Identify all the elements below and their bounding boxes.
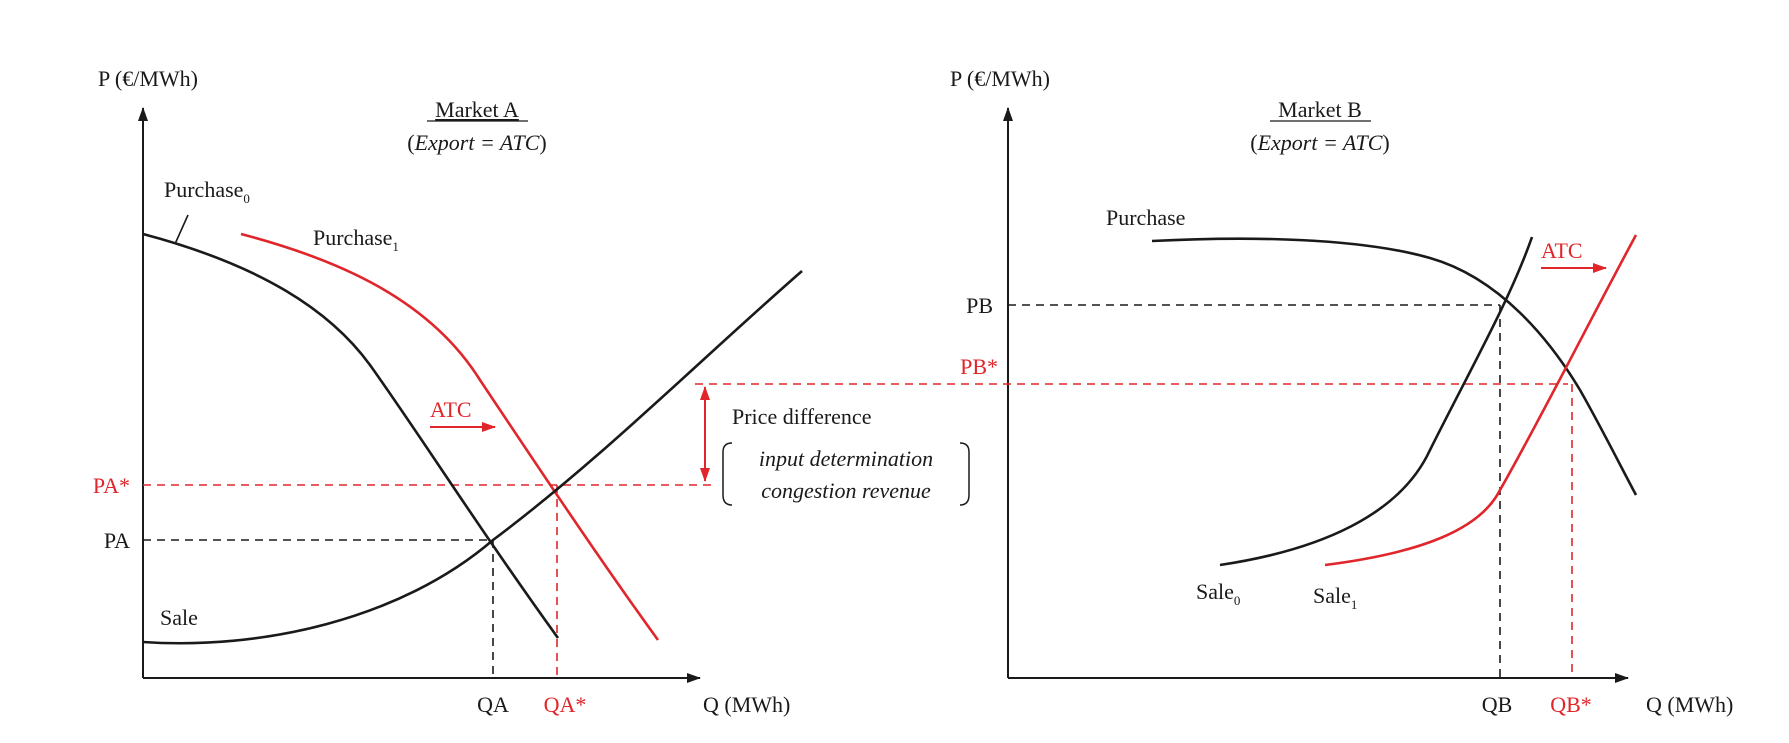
market-a-subtitle: (Export = ATC) bbox=[407, 130, 547, 155]
price-difference-label: Price difference bbox=[732, 404, 871, 429]
price-difference-line2: congestion revenue bbox=[761, 478, 931, 503]
market-a-sale-curve bbox=[142, 270, 803, 645]
market-b-atc-label: ATC bbox=[1541, 238, 1583, 263]
market-b-subtitle: (Export = ATC) bbox=[1250, 130, 1390, 155]
market-b-panel: P (€/MWh) Q (MWh) Market B (Export = ATC… bbox=[695, 66, 1733, 717]
market-a-qa-label: QA bbox=[477, 692, 509, 717]
market-a-purchase0-curve bbox=[142, 232, 560, 639]
price-difference-annotation: Price difference input determination con… bbox=[700, 386, 970, 506]
market-b-qb-label: QB bbox=[1482, 692, 1513, 717]
market-b-pb-star-label: PB* bbox=[960, 354, 998, 379]
market-b-purchase-label: Purchase bbox=[1106, 205, 1185, 230]
market-a-pa-star-label: PA* bbox=[93, 473, 130, 498]
market-a-panel: P (€/MWh) Q (MWh) Market A (Export = ATC… bbox=[93, 66, 803, 717]
market-a-y-axis-label: P (€/MWh) bbox=[98, 66, 198, 91]
market-b-purchase-curve bbox=[1151, 237, 1638, 496]
market-a-atc-label: ATC bbox=[430, 397, 472, 422]
market-a-pa-label: PA bbox=[104, 528, 130, 553]
market-b-sale1-label: Sale1 bbox=[1313, 583, 1357, 612]
market-b-title: Market B bbox=[1278, 97, 1362, 122]
market-b-qb-star-label: QB* bbox=[1550, 692, 1592, 717]
market-b-x-axis-label: Q (MWh) bbox=[1646, 692, 1733, 717]
market-b-sale0-curve bbox=[1219, 236, 1534, 567]
market-a-qa-star-label: QA* bbox=[544, 692, 587, 717]
price-difference-left-bracket bbox=[722, 442, 733, 506]
market-a-title: Market A bbox=[435, 97, 519, 122]
market-a-sale-label: Sale bbox=[160, 605, 198, 630]
market-a-purchase0-leader bbox=[174, 214, 189, 245]
market-a-x-axis-label: Q (MWh) bbox=[703, 692, 790, 717]
market-a-purchase1-curve bbox=[240, 232, 660, 641]
price-difference-right-bracket bbox=[959, 442, 970, 506]
market-a-purchase1-label: Purchase1 bbox=[313, 225, 399, 254]
market-b-sale1-curve bbox=[1324, 234, 1638, 567]
price-difference-line1: input determination bbox=[759, 446, 933, 471]
market-a-purchase0-label: Purchase0 bbox=[164, 177, 250, 206]
market-b-sale0-label: Sale0 bbox=[1196, 579, 1240, 608]
market-b-pb-label: PB bbox=[966, 293, 993, 318]
market-b-y-axis-label: P (€/MWh) bbox=[950, 66, 1050, 91]
